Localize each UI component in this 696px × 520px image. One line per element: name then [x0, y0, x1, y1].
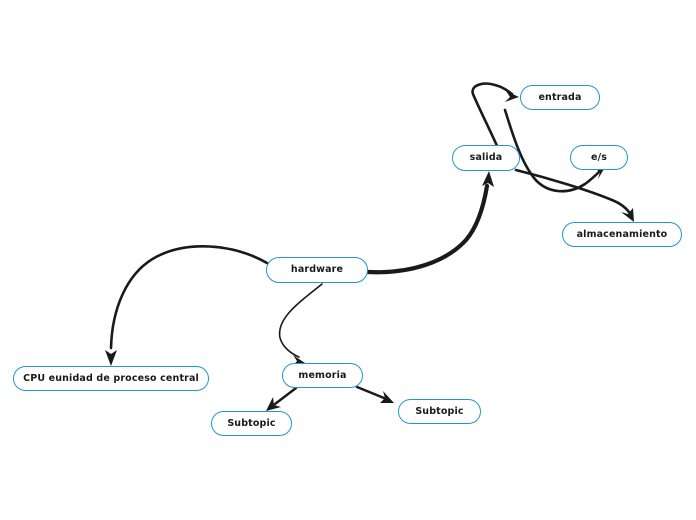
- edge-salida-entrada-arrowhead: [505, 91, 519, 102]
- node-es-label: e/s: [590, 151, 608, 163]
- node-subtopic-2-label: Subtopic: [415, 405, 464, 417]
- node-cpu-label: CPU eunidad de proceso central: [23, 372, 199, 384]
- node-entrada[interactable]: entrada: [520, 85, 600, 110]
- edge-hardware-memoria: [278, 283, 323, 366]
- node-cpu[interactable]: CPU eunidad de proceso central: [13, 366, 209, 391]
- node-subtopic-1-label: Subtopic: [227, 417, 276, 429]
- node-es[interactable]: e/s: [570, 145, 628, 170]
- node-memoria-label: memoria: [298, 369, 347, 381]
- node-entrada-label: entrada: [538, 91, 582, 103]
- edge-memoria-subtopic1-arrowhead: [266, 397, 281, 411]
- node-almacenamiento[interactable]: almacenamiento: [562, 222, 682, 247]
- edge-hardware-cpu-path: [109, 245, 269, 350]
- node-hardware[interactable]: hardware: [266, 257, 368, 283]
- edge-salida-almacen: [514, 168, 634, 222]
- edge-entrada-es-path: [503, 108, 603, 193]
- node-salida-label: salida: [469, 152, 503, 164]
- node-subtopic-2[interactable]: Subtopic: [398, 399, 481, 424]
- edge-memoria-subtopic1-path: [273, 386, 298, 406]
- edge-hardware-memoria-path: [278, 283, 323, 358]
- node-subtopic-1[interactable]: Subtopic: [211, 411, 292, 436]
- edge-memoria-subtopic2-path: [355, 385, 386, 400]
- edge-salida-entrada-path: [471, 82, 514, 150]
- node-salida[interactable]: salida: [452, 145, 520, 171]
- edge-salida-entrada: [471, 82, 519, 150]
- edge-memoria-subtopic2-arrowhead: [380, 391, 394, 403]
- edge-hardware-salida-arrowhead: [482, 171, 494, 187]
- edge-memoria-subtopic1: [266, 386, 298, 411]
- node-hardware-label: hardware: [290, 264, 344, 276]
- node-almacenamiento-label: almacenamiento: [576, 228, 668, 240]
- edge-hardware-cpu: [105, 245, 269, 366]
- edge-salida-almacen-path: [514, 168, 633, 217]
- node-memoria[interactable]: memoria: [282, 363, 363, 388]
- edge-hardware-salida-path: [365, 183, 490, 275]
- edge-hardware-salida: [365, 171, 494, 275]
- edge-hardware-cpu-arrowhead: [105, 350, 117, 366]
- edge-salida-almacen-arrowhead: [621, 208, 634, 222]
- edge-memoria-subtopic2: [355, 385, 394, 403]
